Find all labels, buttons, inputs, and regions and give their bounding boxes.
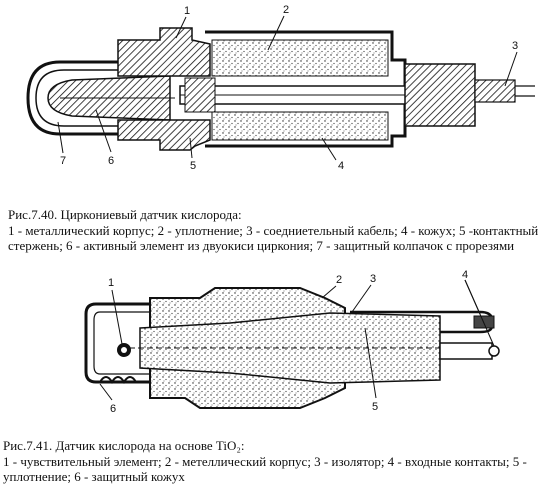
metal-body-upper: [117, 27, 211, 77]
fig1-callout-1: 1: [184, 5, 190, 17]
fig2-callout-3: 3: [370, 273, 376, 285]
figure2-caption: Рис.7.41. Датчик кислорода на основе TiO…: [3, 438, 551, 485]
fig2-callout-2: 2: [336, 274, 342, 286]
fig1-callout-3: 3: [512, 40, 518, 52]
cap-inner: [35, 69, 120, 127]
fig1-callout-2: 2: [283, 4, 289, 16]
fig2-callout-4: 4: [462, 269, 468, 281]
connecting-cable: [474, 79, 516, 103]
fig1-callout-4: 4: [338, 160, 344, 172]
metal-body-lower: [117, 119, 211, 151]
figure-zirconia-sensor-drawing: 1 2 3 4 5 6 7: [26, 4, 535, 172]
fig2-callout-5: 5: [372, 401, 378, 413]
fig1-callout-7: 7: [60, 155, 66, 167]
figure1-caption-title: Рис.7.40. Циркониевый датчик кислорода:: [8, 207, 242, 222]
figure1-caption: Рис.7.40. Циркониевый датчик кислорода: …: [8, 207, 551, 254]
figure2-caption-items: 1 - чувствительный элемент; 2 - метеллич…: [3, 453, 527, 485]
protective-shell: [84, 302, 150, 384]
figure-tio2-sensor-drawing: 1 2 3 4 5 6: [84, 269, 500, 415]
protective-cap: [26, 60, 120, 136]
shell-corrugation: [99, 376, 137, 384]
figure1-caption-items: 1 - металлический корпус; 2 - уплотнение…: [8, 222, 539, 254]
figure2-caption-title: Рис.7.41. Датчик кислорода на основе TiO…: [3, 438, 245, 453]
seal-bottom: [211, 111, 389, 141]
input-contact-bottom: [439, 342, 493, 360]
seal-top: [211, 39, 389, 77]
cable-connector: [404, 63, 476, 127]
fig1-callout-6: 6: [108, 155, 114, 167]
fig2-callout-6: 6: [110, 403, 116, 415]
fig2-callout-1: 1: [108, 277, 114, 289]
fig1-callout-5: 5: [190, 160, 196, 172]
